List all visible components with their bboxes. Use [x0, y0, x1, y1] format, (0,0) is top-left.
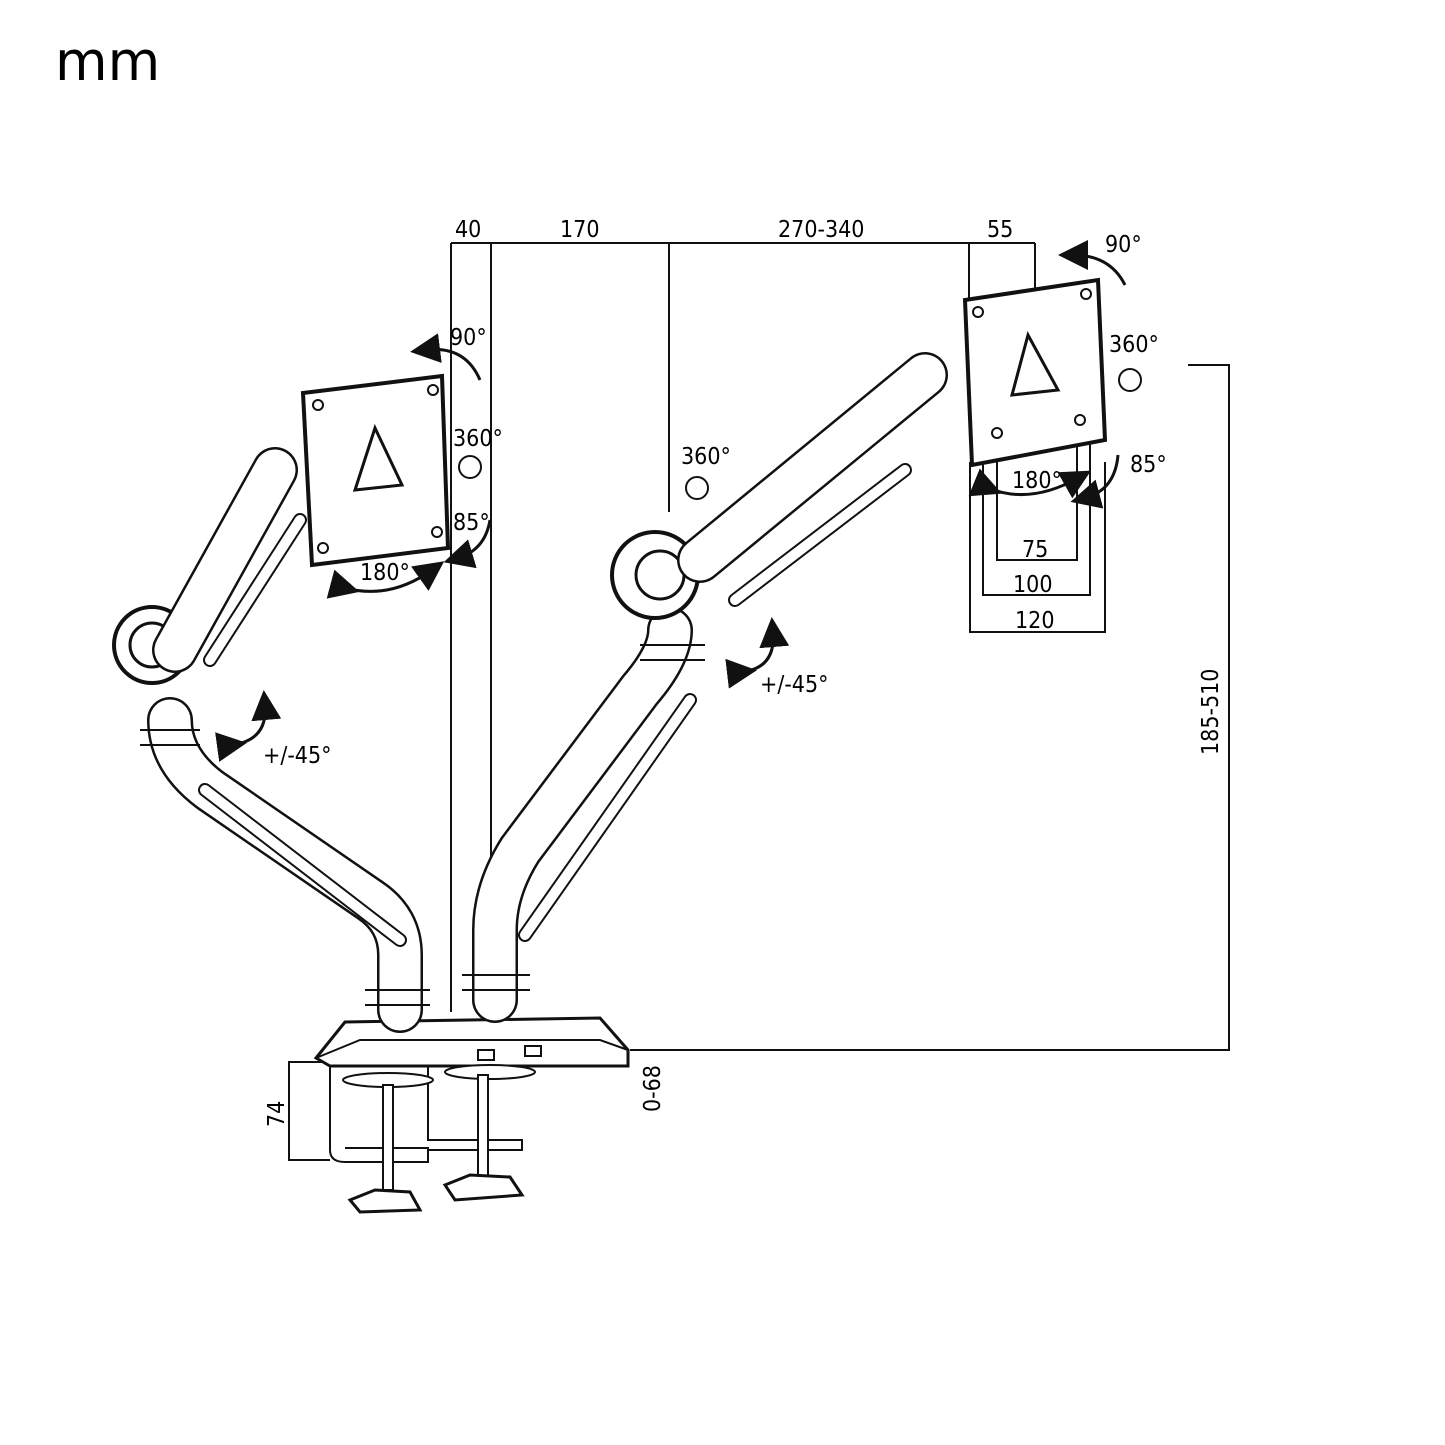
clamp-dimension-line	[288, 1061, 330, 1161]
dim-clamp: 74	[264, 1101, 290, 1127]
left-swivel-label: 180°	[360, 560, 410, 586]
vesa-100: 100	[1013, 572, 1053, 598]
left-arm	[112, 447, 430, 1033]
right-arm-label: +/-45°	[760, 672, 828, 698]
left-tilt-label: 85°	[453, 510, 490, 536]
right-swivel-label: 180°	[1012, 468, 1062, 494]
right-rotate-label: 90°	[1105, 232, 1142, 258]
right-arm	[462, 352, 948, 1023]
dim-desk-thickness: 0-68	[640, 1065, 666, 1112]
left-vesa-plate	[300, 373, 451, 568]
dim-170: 170	[560, 217, 600, 243]
dim-55: 55	[987, 217, 1013, 243]
dim-270-340: 270-340	[778, 217, 864, 243]
left-rotate-label: 90°	[450, 325, 487, 351]
dim-40: 40	[455, 217, 481, 243]
height-dimension-line	[630, 364, 1230, 1051]
left-arm-label: +/-45°	[263, 743, 331, 769]
vesa-75: 75	[1022, 537, 1048, 563]
dim-height: 185-510	[1198, 669, 1224, 755]
top-dimension-lines	[450, 242, 1036, 1012]
left-spin-label: 360°	[453, 426, 503, 452]
right-elbow-spin-label: 360°	[681, 444, 731, 470]
desk-clamp-base	[313, 1016, 630, 1214]
unit-label: mm	[55, 30, 161, 93]
right-tilt-label: 85°	[1130, 452, 1167, 478]
vesa-120: 120	[1015, 608, 1055, 634]
rotation-arrows	[215, 240, 1142, 762]
right-vesa-plate	[962, 277, 1108, 468]
right-spin-label: 360°	[1109, 332, 1159, 358]
